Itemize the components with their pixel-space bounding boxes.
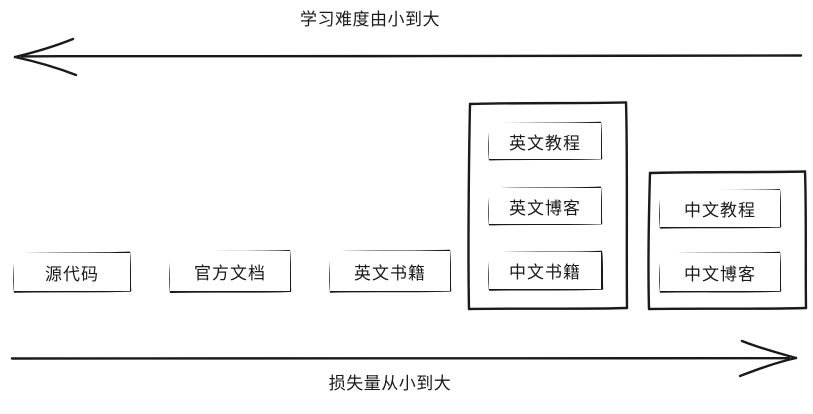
bottom-axis-label: 损失量从小到大 bbox=[328, 374, 452, 394]
node-english-blog[interactable]: 英文博客 bbox=[489, 188, 601, 224]
english-group-outline bbox=[467, 101, 629, 311]
node-official-docs[interactable]: 官方文档 bbox=[170, 251, 290, 291]
top-axis-label: 学习难度由小到大 bbox=[300, 10, 440, 30]
node-source-code[interactable]: 源代码 bbox=[14, 253, 130, 291]
node-label: 英文博客 bbox=[509, 198, 581, 219]
node-label: 中文教程 bbox=[684, 201, 756, 221]
node-label: 中文书籍 bbox=[509, 263, 581, 283]
node-label: 官方文档 bbox=[194, 263, 266, 284]
bottom-axis-line bbox=[10, 356, 791, 360]
top-axis-line bbox=[20, 54, 803, 58]
arrow-left-icon bbox=[13, 37, 78, 77]
node-chinese-tutorial[interactable]: 中文教程 bbox=[660, 190, 780, 227]
node-label: 中文博客 bbox=[684, 264, 756, 285]
node-label: 英文书籍 bbox=[354, 263, 426, 284]
node-chinese-books[interactable]: 中文书籍 bbox=[489, 252, 601, 289]
arrow-right-icon bbox=[738, 339, 798, 378]
node-label: 英文教程 bbox=[509, 133, 581, 154]
chinese-group-outline bbox=[647, 170, 808, 311]
node-english-tutorial[interactable]: 英文教程 bbox=[489, 123, 601, 159]
node-chinese-blog[interactable]: 中文博客 bbox=[660, 253, 780, 291]
node-label: 源代码 bbox=[45, 264, 99, 285]
node-english-books[interactable]: 英文书籍 bbox=[330, 251, 450, 291]
